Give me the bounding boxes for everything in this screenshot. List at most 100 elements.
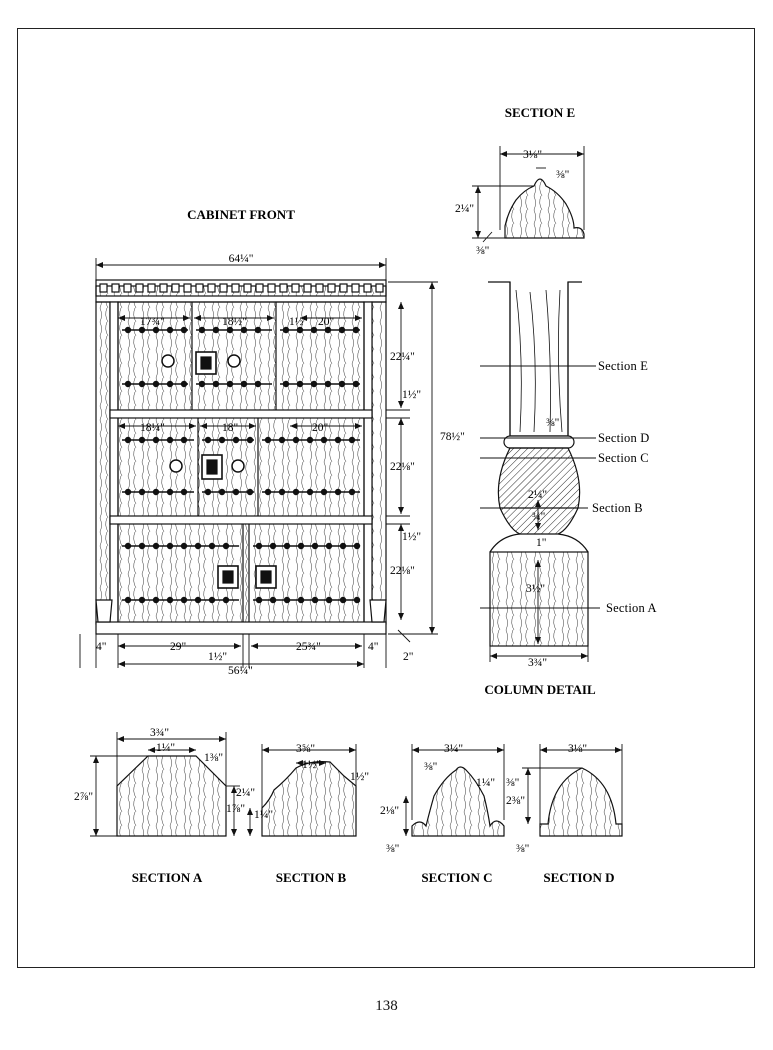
column-dimension-lines <box>480 365 600 662</box>
page-number: 138 <box>375 998 398 1014</box>
rivet <box>138 326 146 334</box>
cabinet-width-1: 17¾" <box>140 316 165 328</box>
rivet <box>278 488 286 496</box>
cabinet-front-title: CABINET FRONT <box>187 207 295 222</box>
section-e-dim-knob: ⅜" <box>556 169 569 181</box>
rivet <box>339 596 347 604</box>
section-d-title: SECTION D <box>543 870 614 885</box>
section-a-dimension-lines <box>90 732 240 837</box>
dentil-block <box>231 283 240 293</box>
section-e-dim-base: ⅜" <box>476 245 489 257</box>
dentil-block <box>159 283 168 293</box>
rivet <box>166 542 174 550</box>
column-dim-neck: ¾" <box>532 511 545 523</box>
cabinet-width-4: 20" <box>318 316 334 328</box>
rivet <box>198 380 206 388</box>
rivet <box>325 542 333 550</box>
dentil-block <box>303 283 312 293</box>
cabinet-dimension-lines <box>79 258 438 668</box>
rivet <box>166 380 174 388</box>
rivet <box>198 326 206 334</box>
rivet <box>334 488 342 496</box>
section-d-dim-width: 3⅛" <box>568 743 587 755</box>
dentil-block <box>207 283 216 293</box>
cabinet-bottom-4: 25¾" <box>296 641 321 653</box>
dentil-block <box>339 283 348 293</box>
section-c-dim-bead: ⅜" <box>424 761 437 773</box>
rivet <box>292 488 300 496</box>
rivet <box>292 436 300 444</box>
rivet <box>124 542 132 550</box>
section-e-dim-height: 2¼" <box>455 203 474 215</box>
section-b-dim-top: 1½" <box>302 759 321 771</box>
section-a-dim-top: 1¼" <box>156 742 175 754</box>
rivet <box>282 326 290 334</box>
rivet <box>264 436 272 444</box>
rivet <box>138 380 146 388</box>
dentil-block <box>99 283 108 293</box>
dentil-block <box>183 283 192 293</box>
cabinet-mid-width-1: 18¼" <box>140 422 165 434</box>
rivet <box>152 542 160 550</box>
dentil-block <box>351 283 360 293</box>
rivet <box>246 488 254 496</box>
section-b-dim-height: 1¼" <box>254 809 273 821</box>
column-dim-base-height: 3½" <box>526 583 545 595</box>
column-callout-section-d: Section D <box>598 431 649 445</box>
dentil-block <box>219 283 228 293</box>
rivet <box>297 542 305 550</box>
column-detail-title: COLUMN DETAIL <box>484 682 596 697</box>
dentil-block <box>123 283 132 293</box>
rivet <box>311 596 319 604</box>
rivet <box>152 488 160 496</box>
cabinet-overall-width: 64¼" <box>229 253 254 265</box>
cabinet-front-drawing <box>95 279 387 635</box>
dentil-block <box>135 283 144 293</box>
cabinet-width-3: 1½" <box>289 316 308 328</box>
section-b-dim-width: 3⅝" <box>296 743 315 755</box>
dentil-block <box>255 283 264 293</box>
section-d-dim-height: 2⅜" <box>506 795 525 807</box>
cabinet-bottom-2: 29" <box>170 641 186 653</box>
section-a-drawing <box>116 755 227 837</box>
rivet <box>320 488 328 496</box>
dentil-block <box>147 283 156 293</box>
section-d-drawing <box>539 767 623 837</box>
rivet <box>310 326 318 334</box>
section-c-dim-foot: ⅜" <box>386 843 399 855</box>
dentil-block <box>291 283 300 293</box>
rivet <box>269 596 277 604</box>
rivet <box>320 436 328 444</box>
rivet <box>353 596 361 604</box>
section-c-dim-width: 3¼" <box>444 743 463 755</box>
rivet <box>166 326 174 334</box>
dentil-block <box>327 283 336 293</box>
rivet <box>124 596 132 604</box>
rivet <box>339 542 347 550</box>
cabinet-rail-2: 1½" <box>402 531 421 543</box>
rivet <box>138 436 146 444</box>
section-d-dimension-lines <box>522 744 623 824</box>
section-c-dimension-lines <box>403 744 505 836</box>
rivet <box>264 488 272 496</box>
rivet <box>222 596 230 604</box>
rivet <box>204 436 212 444</box>
rivet <box>283 596 291 604</box>
rivet <box>334 436 342 444</box>
column-callout-section-e: Section E <box>598 359 648 373</box>
rivet <box>124 436 132 444</box>
section-c-dim-side: 1¼" <box>476 777 495 789</box>
rivet <box>297 596 305 604</box>
rivet <box>152 380 160 388</box>
dentil-block <box>267 283 276 293</box>
rivet <box>348 488 356 496</box>
rivet <box>352 326 360 334</box>
section-e-dim-width: 3⅛" <box>523 149 542 161</box>
rivet <box>255 596 263 604</box>
dentil-block <box>111 283 120 293</box>
rivet <box>278 436 286 444</box>
rivet <box>296 326 304 334</box>
rivet <box>212 326 220 334</box>
rivet <box>152 326 160 334</box>
